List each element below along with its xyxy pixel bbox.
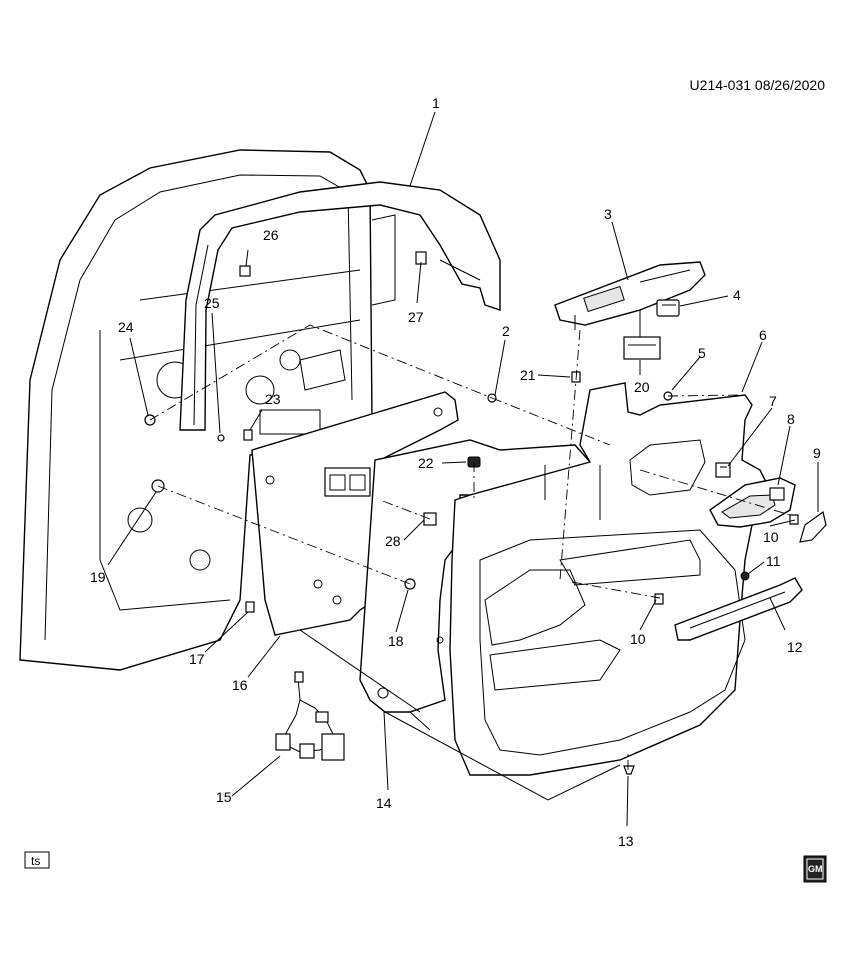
assembly-lines bbox=[149, 324, 791, 801]
diagram-reference-code: U214-031 08/26/2020 bbox=[689, 77, 825, 93]
inside-handle-bezel bbox=[709, 477, 796, 528]
door-trim-panel bbox=[449, 382, 771, 776]
wiring-harness bbox=[275, 671, 345, 761]
callout-13: 13 bbox=[618, 833, 634, 849]
water-deflector bbox=[251, 391, 459, 636]
nut-18 bbox=[404, 578, 416, 590]
clip-25 bbox=[217, 434, 225, 442]
gm-logo: GM bbox=[803, 855, 827, 883]
gm-logo-text: GM bbox=[808, 864, 823, 874]
callout-27: 27 bbox=[408, 309, 424, 325]
callout-numbers: 1 2 3 4 5 6 7 8 9 10 10 11 12 13 14 15 1… bbox=[90, 95, 821, 849]
callout-12: 12 bbox=[787, 639, 803, 655]
callout-17: 17 bbox=[189, 651, 205, 667]
callout-25: 25 bbox=[204, 295, 220, 311]
callout-6: 6 bbox=[759, 327, 767, 343]
callout-28: 28 bbox=[385, 533, 401, 549]
callout-10b: 10 bbox=[763, 529, 779, 545]
callout-21: 21 bbox=[520, 367, 536, 383]
clip-26 bbox=[239, 265, 251, 277]
armrest-trim-strip bbox=[674, 577, 803, 641]
clip-17 bbox=[245, 601, 255, 613]
callout-15: 15 bbox=[216, 789, 232, 805]
callout-16: 16 bbox=[232, 677, 248, 693]
callout-24: 24 bbox=[118, 319, 134, 335]
screw-13 bbox=[623, 765, 635, 775]
nut-11 bbox=[740, 571, 750, 581]
screw-10b bbox=[789, 514, 799, 525]
callout-2: 2 bbox=[502, 323, 510, 339]
ts-box: ts bbox=[24, 851, 50, 869]
callout-8: 8 bbox=[787, 411, 795, 427]
callout-18: 18 bbox=[388, 633, 404, 649]
window-frame-molding bbox=[179, 181, 501, 431]
ts-label: ts bbox=[31, 854, 40, 868]
screw-10a bbox=[654, 593, 664, 605]
callout-20: 20 bbox=[634, 379, 650, 395]
callout-19: 19 bbox=[90, 569, 106, 585]
callout-26: 26 bbox=[263, 227, 279, 243]
callout-23: 23 bbox=[265, 391, 281, 407]
inside-handle bbox=[715, 462, 731, 478]
handle-cap bbox=[799, 510, 827, 543]
callout-4: 4 bbox=[733, 287, 741, 303]
callout-7: 7 bbox=[769, 393, 777, 409]
callout-10a: 10 bbox=[630, 631, 646, 647]
clip-23 bbox=[243, 429, 253, 441]
callout-9: 9 bbox=[813, 445, 821, 461]
callout-3: 3 bbox=[604, 206, 612, 222]
callout-1: 1 bbox=[432, 95, 440, 111]
switch-module bbox=[623, 310, 661, 360]
callout-11: 11 bbox=[766, 553, 781, 569]
leader-lines bbox=[107, 111, 819, 827]
callout-22: 22 bbox=[418, 455, 434, 471]
callout-14: 14 bbox=[376, 795, 392, 811]
window-switch-bezel bbox=[554, 261, 706, 330]
window-switch bbox=[656, 299, 680, 317]
callout-5: 5 bbox=[698, 345, 706, 361]
